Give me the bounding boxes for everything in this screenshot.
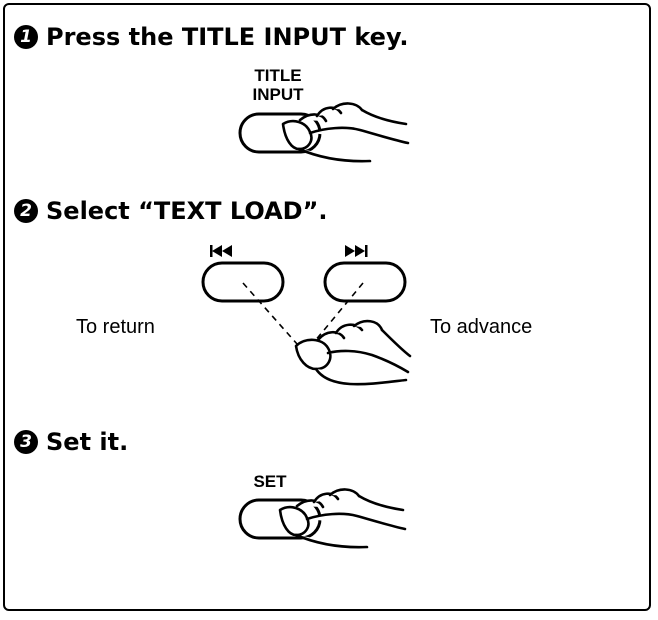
instruction-frame — [3, 3, 651, 611]
dashed-guide-lines — [242, 282, 364, 354]
title-input-label-line2: INPUT — [252, 85, 304, 104]
step-1: 1 Press the TITLE INPUT key. — [14, 23, 409, 51]
prev-key[interactable] — [201, 261, 285, 303]
hand-icon — [294, 319, 412, 386]
skip-back-icon — [210, 245, 232, 257]
to-advance-label: To advance — [430, 316, 533, 338]
step-2-text: Select “TEXT LOAD”. — [46, 197, 328, 225]
next-key[interactable] — [323, 261, 407, 303]
title-input-key-label: TITLE INPUT — [238, 66, 318, 104]
step-2-number: 2 — [14, 199, 38, 223]
prev-key-group — [201, 245, 285, 303]
set-key-label: SET — [253, 472, 287, 491]
hand-icon — [281, 102, 410, 163]
step-1-number: 1 — [14, 25, 38, 49]
skip-forward-icon — [345, 245, 368, 257]
hand-icon — [278, 488, 407, 549]
step-3: 3 Set it. — [14, 428, 128, 456]
step-1-text: Press the TITLE INPUT key. — [46, 23, 409, 51]
step-2: 2 Select “TEXT LOAD”. — [14, 197, 327, 225]
next-key-group — [323, 245, 407, 303]
step-3-number: 3 — [14, 430, 38, 454]
step-3-text: Set it. — [46, 428, 129, 456]
title-input-label-line1: TITLE — [254, 66, 302, 85]
to-return-label: To return — [76, 316, 155, 338]
